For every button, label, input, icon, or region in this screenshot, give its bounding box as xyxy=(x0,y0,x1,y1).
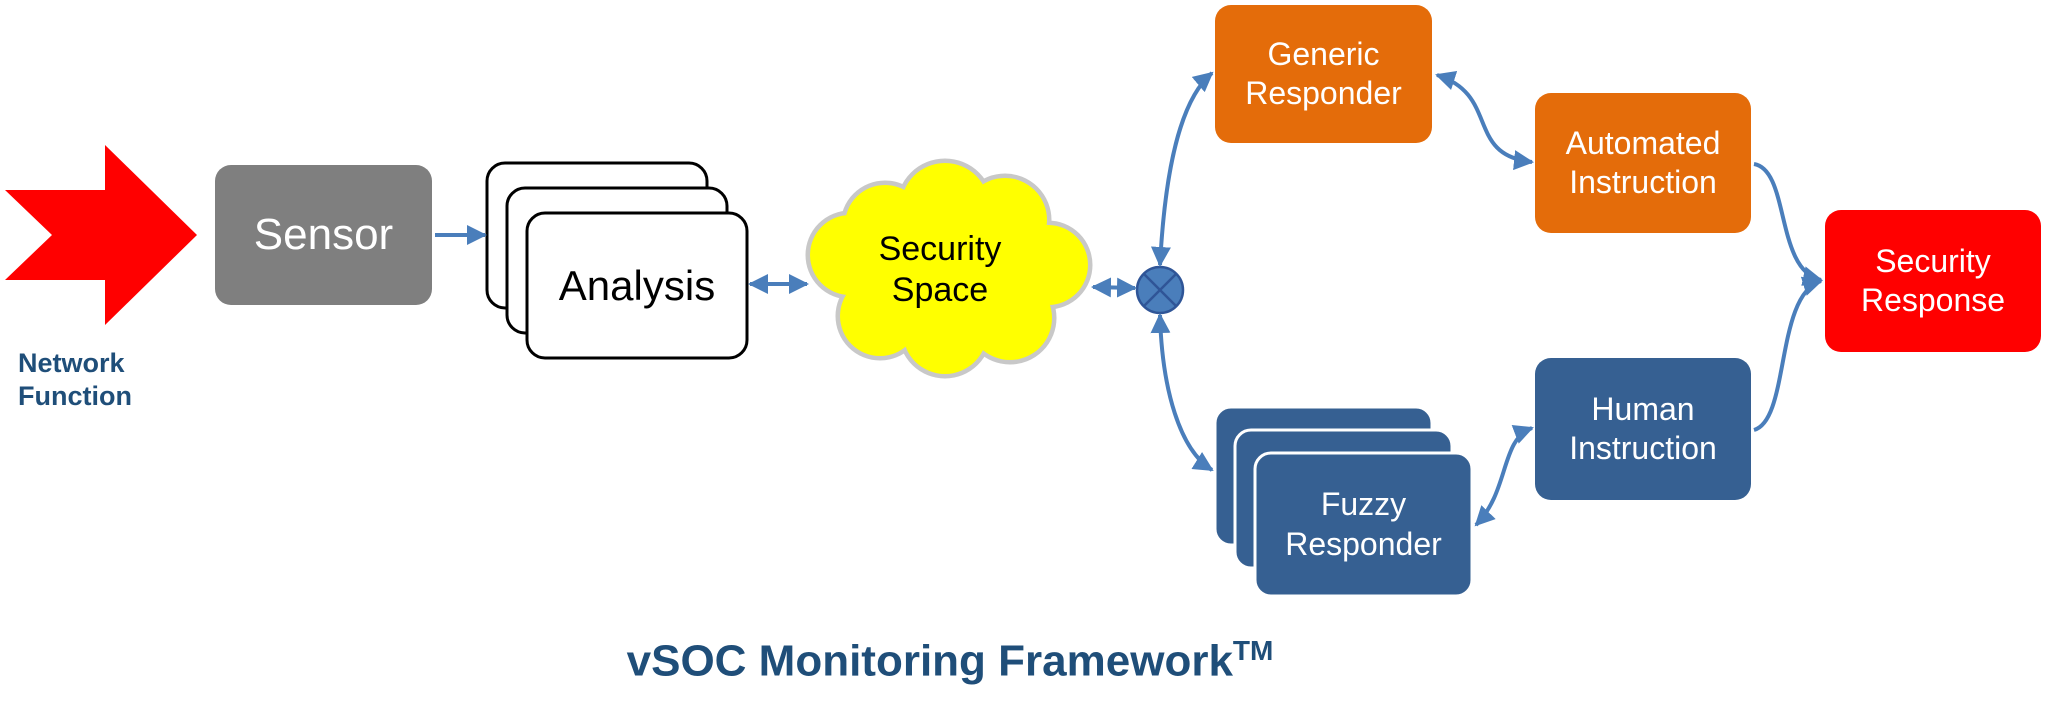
analysis-box xyxy=(525,211,749,360)
junction-node xyxy=(1135,265,1185,315)
generic-responder-box xyxy=(1215,5,1432,143)
sensor-box xyxy=(215,165,432,305)
network-function-arrow-icon xyxy=(5,145,197,325)
footer-trademark: TM xyxy=(1232,635,1274,666)
security-space-cloud xyxy=(805,158,1093,379)
fuzzy-human-connector xyxy=(1474,424,1534,527)
footer-title-text: vSOC Monitoring Framework xyxy=(626,636,1233,686)
automated-response-connector xyxy=(1753,162,1823,286)
footer-title: vSOC Monitoring FrameworkTM xyxy=(600,635,1300,687)
fuzzy-responder-box xyxy=(1253,451,1474,598)
generic-automated-connector xyxy=(1435,70,1534,171)
junction-generic-connector xyxy=(1150,71,1214,267)
human-instruction-box xyxy=(1535,358,1751,500)
human-response-connector xyxy=(1753,276,1823,432)
security-space-junction-connector xyxy=(1091,277,1137,298)
fuzzy-responder-stack xyxy=(1213,405,1474,598)
security-response-box xyxy=(1825,210,2041,352)
automated-instruction-box xyxy=(1535,93,1751,233)
analysis-stack xyxy=(485,161,749,360)
junction-fuzzy-connector xyxy=(1150,313,1214,472)
